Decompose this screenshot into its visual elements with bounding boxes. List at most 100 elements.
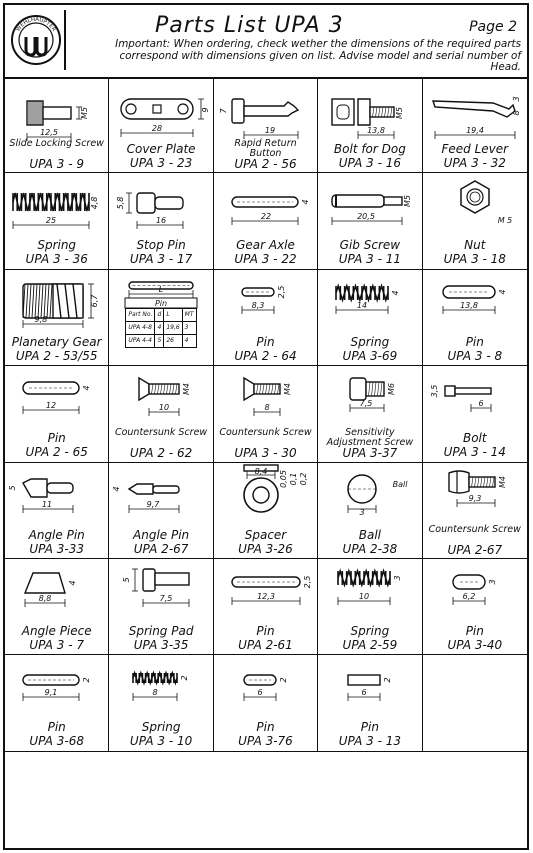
dimension-label: 4,8	[90, 197, 99, 210]
dimension-label: 13,8	[460, 301, 478, 310]
part-code: UPA 3 - 18	[443, 252, 506, 267]
part-code: UPA 3-26	[238, 541, 293, 556]
part-code: UPA 3 - 36	[25, 252, 88, 267]
table-cell: 4	[154, 320, 165, 335]
dimension-label: 8	[264, 403, 269, 412]
dimension-label: 22	[261, 212, 271, 221]
dimension-label: 8,8	[39, 594, 52, 603]
dimension-label: 5,8	[116, 197, 125, 210]
table-header: MT	[181, 307, 197, 322]
part-drawing: M 5	[459, 180, 512, 225]
dimension-label: M 5	[497, 216, 512, 225]
part-name: Angle Piece	[21, 623, 92, 638]
dimension-label: Ball	[393, 480, 409, 489]
part-code: UPA 3 - 23	[129, 156, 193, 170]
part-drawing: 13,8M5	[331, 98, 404, 139]
empty-cell	[422, 655, 527, 752]
part-drawing: 62	[347, 674, 392, 702]
dimension-label: 11	[42, 500, 52, 509]
dimension-label: 10	[159, 403, 169, 412]
part-code: UPA 3-76	[238, 734, 293, 749]
dimension-label: 12	[46, 401, 56, 410]
part-drawing: 9,12	[22, 674, 91, 702]
part-drawing: 9,3 M4	[447, 469, 507, 507]
dimension-label: 2	[82, 678, 91, 683]
table-cell: 19,6	[163, 320, 183, 335]
dimension-label: 3	[393, 575, 402, 580]
dimension-label: 4	[498, 289, 507, 294]
dimension-label: 7,5	[160, 594, 173, 603]
dimension-label: 5	[8, 485, 17, 490]
part-code: UPA 3 - 16	[338, 156, 402, 170]
dimension-label: 19	[265, 126, 275, 135]
part-drawing: 254,8	[12, 193, 99, 230]
dimension-label: 9,1	[45, 688, 58, 697]
table-header: L	[163, 307, 183, 322]
dimension-label: 9,3	[468, 494, 481, 503]
dimension-label: 4	[68, 580, 77, 585]
part-drawing: 62	[243, 674, 288, 702]
dimension-label: 3	[488, 579, 497, 584]
dimension-label: 6,7	[90, 293, 99, 307]
dimension-label: Pin	[155, 299, 167, 308]
part-drawing: 10 M4	[138, 376, 191, 417]
table-cell: 4	[181, 333, 197, 348]
part-drawing: 224	[231, 196, 310, 226]
dimension-label: 7,5	[360, 399, 373, 408]
part-drawing: 7,55	[122, 568, 191, 607]
part-code: UPA 3-69	[342, 348, 398, 363]
dimension-label: 3,5	[430, 385, 439, 398]
dimension-label: 19,4	[466, 126, 484, 135]
part-name: Rapid Return Button	[234, 138, 297, 159]
dimension-label: M4	[498, 476, 507, 488]
part-code: UPA 3-37	[342, 446, 398, 461]
table-cell: UPA 4-8	[125, 320, 156, 335]
dimension-label: 6,2	[462, 592, 475, 601]
part-code: UPA 3 - 17	[129, 252, 193, 267]
part-name: Spring	[37, 238, 77, 253]
important-note: Important: When ordering, check wether t…	[103, 38, 521, 74]
part-name: Angle Pin	[133, 527, 190, 542]
part-drawing: 144	[335, 283, 400, 314]
table-cell: 5	[154, 333, 165, 348]
part-name: Pin	[256, 623, 275, 638]
dimension-label: 8,4	[254, 467, 267, 476]
dimension-label: M4	[182, 383, 191, 395]
part-name: Bolt for Dog	[333, 142, 406, 156]
dimension-label: 16	[156, 216, 166, 225]
part-name: Countersunk Screw	[219, 427, 312, 439]
header: WEHLHAUPTER Parts List UPA 3 Page 2 Impo…	[5, 5, 527, 79]
dimension-label: M5	[403, 195, 412, 207]
dimension-label: 12,3	[257, 592, 275, 601]
part-drawing	[423, 655, 527, 751]
dimension-label: 0,1	[289, 472, 298, 485]
part-name: Angle Pin	[28, 527, 85, 542]
table-header: Part No.	[125, 307, 156, 322]
dimension-label: 2,5	[303, 576, 312, 589]
part-name: Pin	[256, 720, 275, 735]
dimension-label: 4	[112, 486, 121, 491]
part-drawing: 8,84	[23, 572, 77, 607]
dimension-label: 3	[512, 96, 521, 101]
